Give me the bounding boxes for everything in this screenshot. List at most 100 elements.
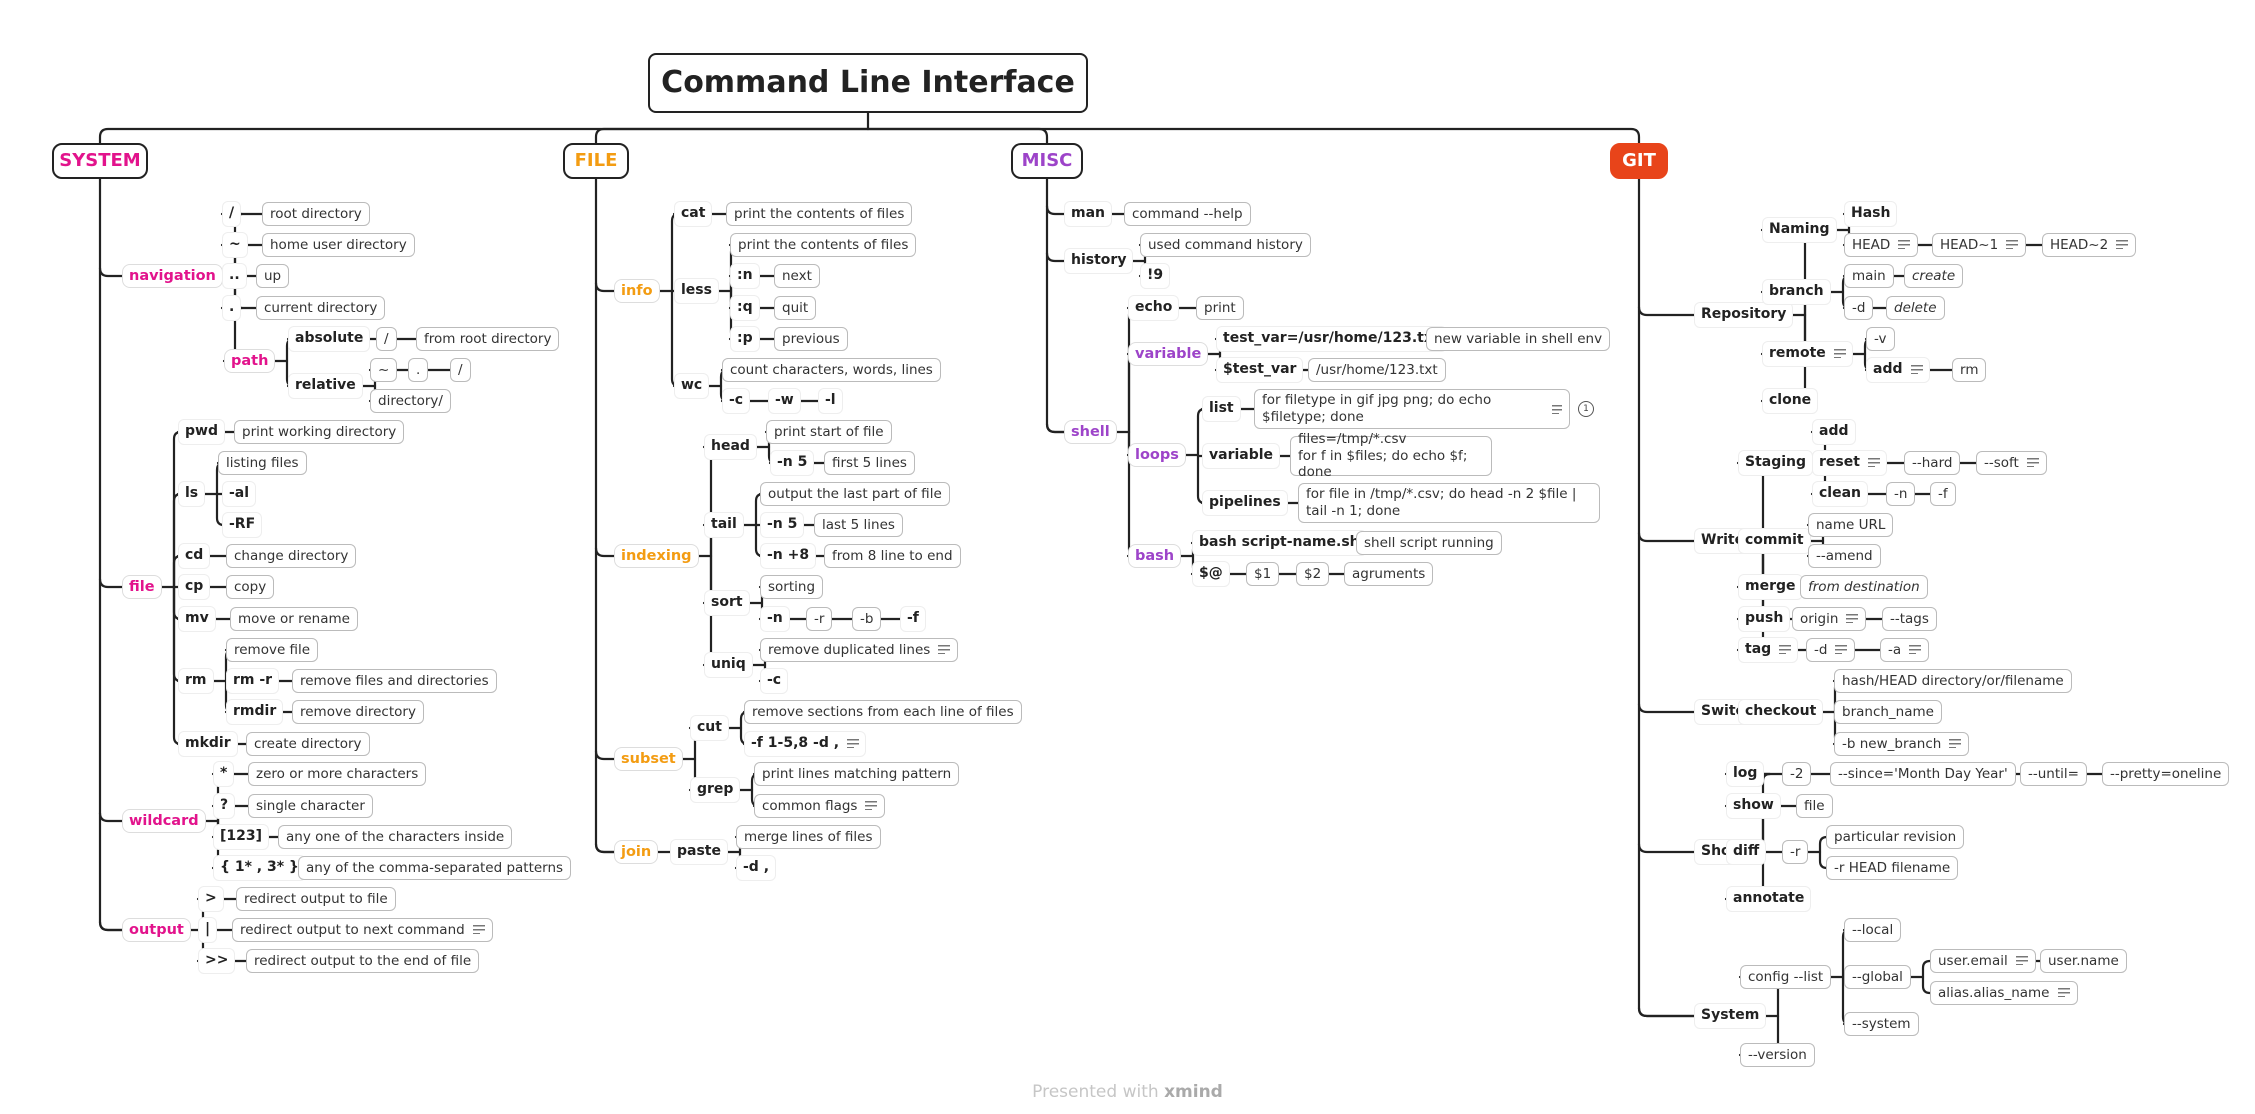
node-label: log	[1733, 765, 1758, 781]
node-label: -r	[814, 610, 825, 627]
node-label: mkdir	[185, 735, 231, 751]
node-l-list-d: for filetype in gif jpg png; do echo $fi…	[1254, 389, 1570, 429]
node-cut-f: -f 1-5,8 -d ,	[744, 731, 867, 757]
connector	[1637, 531, 1696, 543]
node-label: merge lines of files	[744, 828, 873, 845]
note-icon	[1846, 614, 1859, 623]
node-label: output	[129, 922, 184, 938]
node-label: FILE	[574, 149, 618, 171]
node-clone: clone	[1762, 388, 1819, 414]
connector	[1921, 975, 1932, 995]
node-pwd: pwd	[178, 419, 225, 445]
connector	[670, 289, 681, 388]
node-label: variable	[1135, 346, 1202, 362]
node-label: rmdir	[233, 703, 277, 719]
node-label: echo	[1135, 299, 1173, 315]
node-label: absolute	[295, 330, 364, 346]
node-label: -2	[1790, 765, 1804, 782]
note-icon	[1898, 240, 1911, 249]
node-rm-d: remove file	[226, 637, 319, 663]
note-icon	[1910, 364, 1923, 374]
node-rem-rm: rm	[1952, 357, 1987, 383]
footer-brand: xmind	[1164, 1082, 1223, 1102]
connector	[98, 811, 124, 823]
node-label: path	[231, 353, 269, 369]
connector	[594, 281, 616, 293]
node-label: uniq	[711, 656, 746, 672]
node-label: bash script-name.sh	[1199, 534, 1360, 550]
node-lg-since: --since='Month Day Year'	[1830, 761, 2016, 787]
node-label: remove files and directories	[300, 672, 489, 689]
node-rel-dir: directory/	[370, 388, 451, 414]
footer-credit: Presented with xmind	[0, 1082, 2255, 1102]
node-subset: subset	[614, 747, 683, 772]
node-nav-tilde: ~	[222, 232, 248, 258]
node-label: -v	[1874, 330, 1887, 347]
node-show-file: file	[1796, 793, 1833, 819]
node-sort-r: -r	[806, 606, 833, 632]
node-br-d: -d	[1844, 295, 1874, 321]
node-label: -c	[767, 672, 782, 688]
node-cat-d: print the contents of files	[726, 201, 913, 227]
node-br-create: create	[1904, 263, 1964, 289]
footer-prefix: Presented with	[1032, 1082, 1159, 1102]
node-hist-b: !9	[1140, 263, 1171, 289]
node-label: annotate	[1733, 890, 1805, 906]
node-label: directory/	[378, 392, 443, 409]
node-label: create	[1912, 267, 1956, 284]
node-commit: commit	[1738, 528, 1811, 554]
node-ls-al: -al	[222, 481, 257, 507]
node-var: variable	[1128, 342, 1209, 367]
node-abs: absolute	[288, 326, 371, 352]
node-label: agruments	[1352, 565, 1426, 582]
node-label: copy	[234, 578, 267, 595]
node-label: previous	[782, 330, 840, 347]
node-head-r: HEAD	[1844, 232, 1919, 258]
node-o-gt-d: redirect output to file	[236, 886, 396, 912]
node-less-p: :p	[730, 326, 760, 352]
node-lg-pretty: --pretty=oneline	[2102, 761, 2230, 787]
node-label: current directory	[264, 299, 378, 316]
node-label: -RF	[229, 516, 256, 532]
node-o-gg: >>	[198, 948, 236, 974]
node-checkout: checkout	[1738, 699, 1824, 725]
node-label: --system	[1852, 1015, 1911, 1032]
node-label: !9	[1147, 267, 1164, 283]
connector	[1045, 251, 1066, 263]
node-label: diff	[1733, 843, 1760, 859]
connector	[594, 127, 870, 145]
node-label: --until=	[2028, 765, 2079, 782]
connector	[1637, 177, 1696, 1018]
node-l-var: variable	[1202, 443, 1281, 469]
node-label: particular revision	[1834, 828, 1957, 845]
node-man: man	[1064, 201, 1113, 227]
node-cf-alias: alias.alias_name	[1930, 980, 2078, 1006]
node-less-q: :q	[730, 295, 760, 321]
node-label: remote	[1769, 345, 1826, 361]
node-label: -r	[1790, 843, 1801, 860]
note-icon	[938, 645, 951, 654]
node-label: ls	[185, 485, 199, 501]
node-label: cut	[697, 719, 722, 735]
node-label: -f 1-5,8 -d ,	[751, 735, 840, 751]
node-label: common flags	[762, 797, 858, 814]
node-label: MISC	[1021, 149, 1073, 171]
node-label: Hash	[1851, 205, 1891, 221]
node-w-123-d: any one of the characters inside	[278, 824, 513, 850]
node-wild: wildcard	[122, 809, 206, 834]
node-mg-d: from destination	[1800, 574, 1928, 600]
node-rel: relative	[288, 373, 363, 399]
node-label: name URL	[1816, 516, 1886, 533]
node-label: -n	[1894, 485, 1908, 502]
node-label: loops	[1135, 447, 1179, 463]
node-echo-d: print	[1196, 295, 1244, 321]
node-b-at: $@	[1192, 561, 1230, 587]
node-head-n: -n 5	[770, 450, 815, 476]
node-label: for filetype in gif jpg png; do echo $fi…	[1262, 392, 1496, 425]
node-label: config --list	[1748, 968, 1824, 985]
node-l-var-d: files=/tmp/*.csv for f in $files; do ech…	[1290, 431, 1492, 480]
node-label: -c	[729, 392, 744, 408]
node-label: delete	[1894, 299, 1937, 316]
node-gsys: System	[1694, 1003, 1767, 1029]
